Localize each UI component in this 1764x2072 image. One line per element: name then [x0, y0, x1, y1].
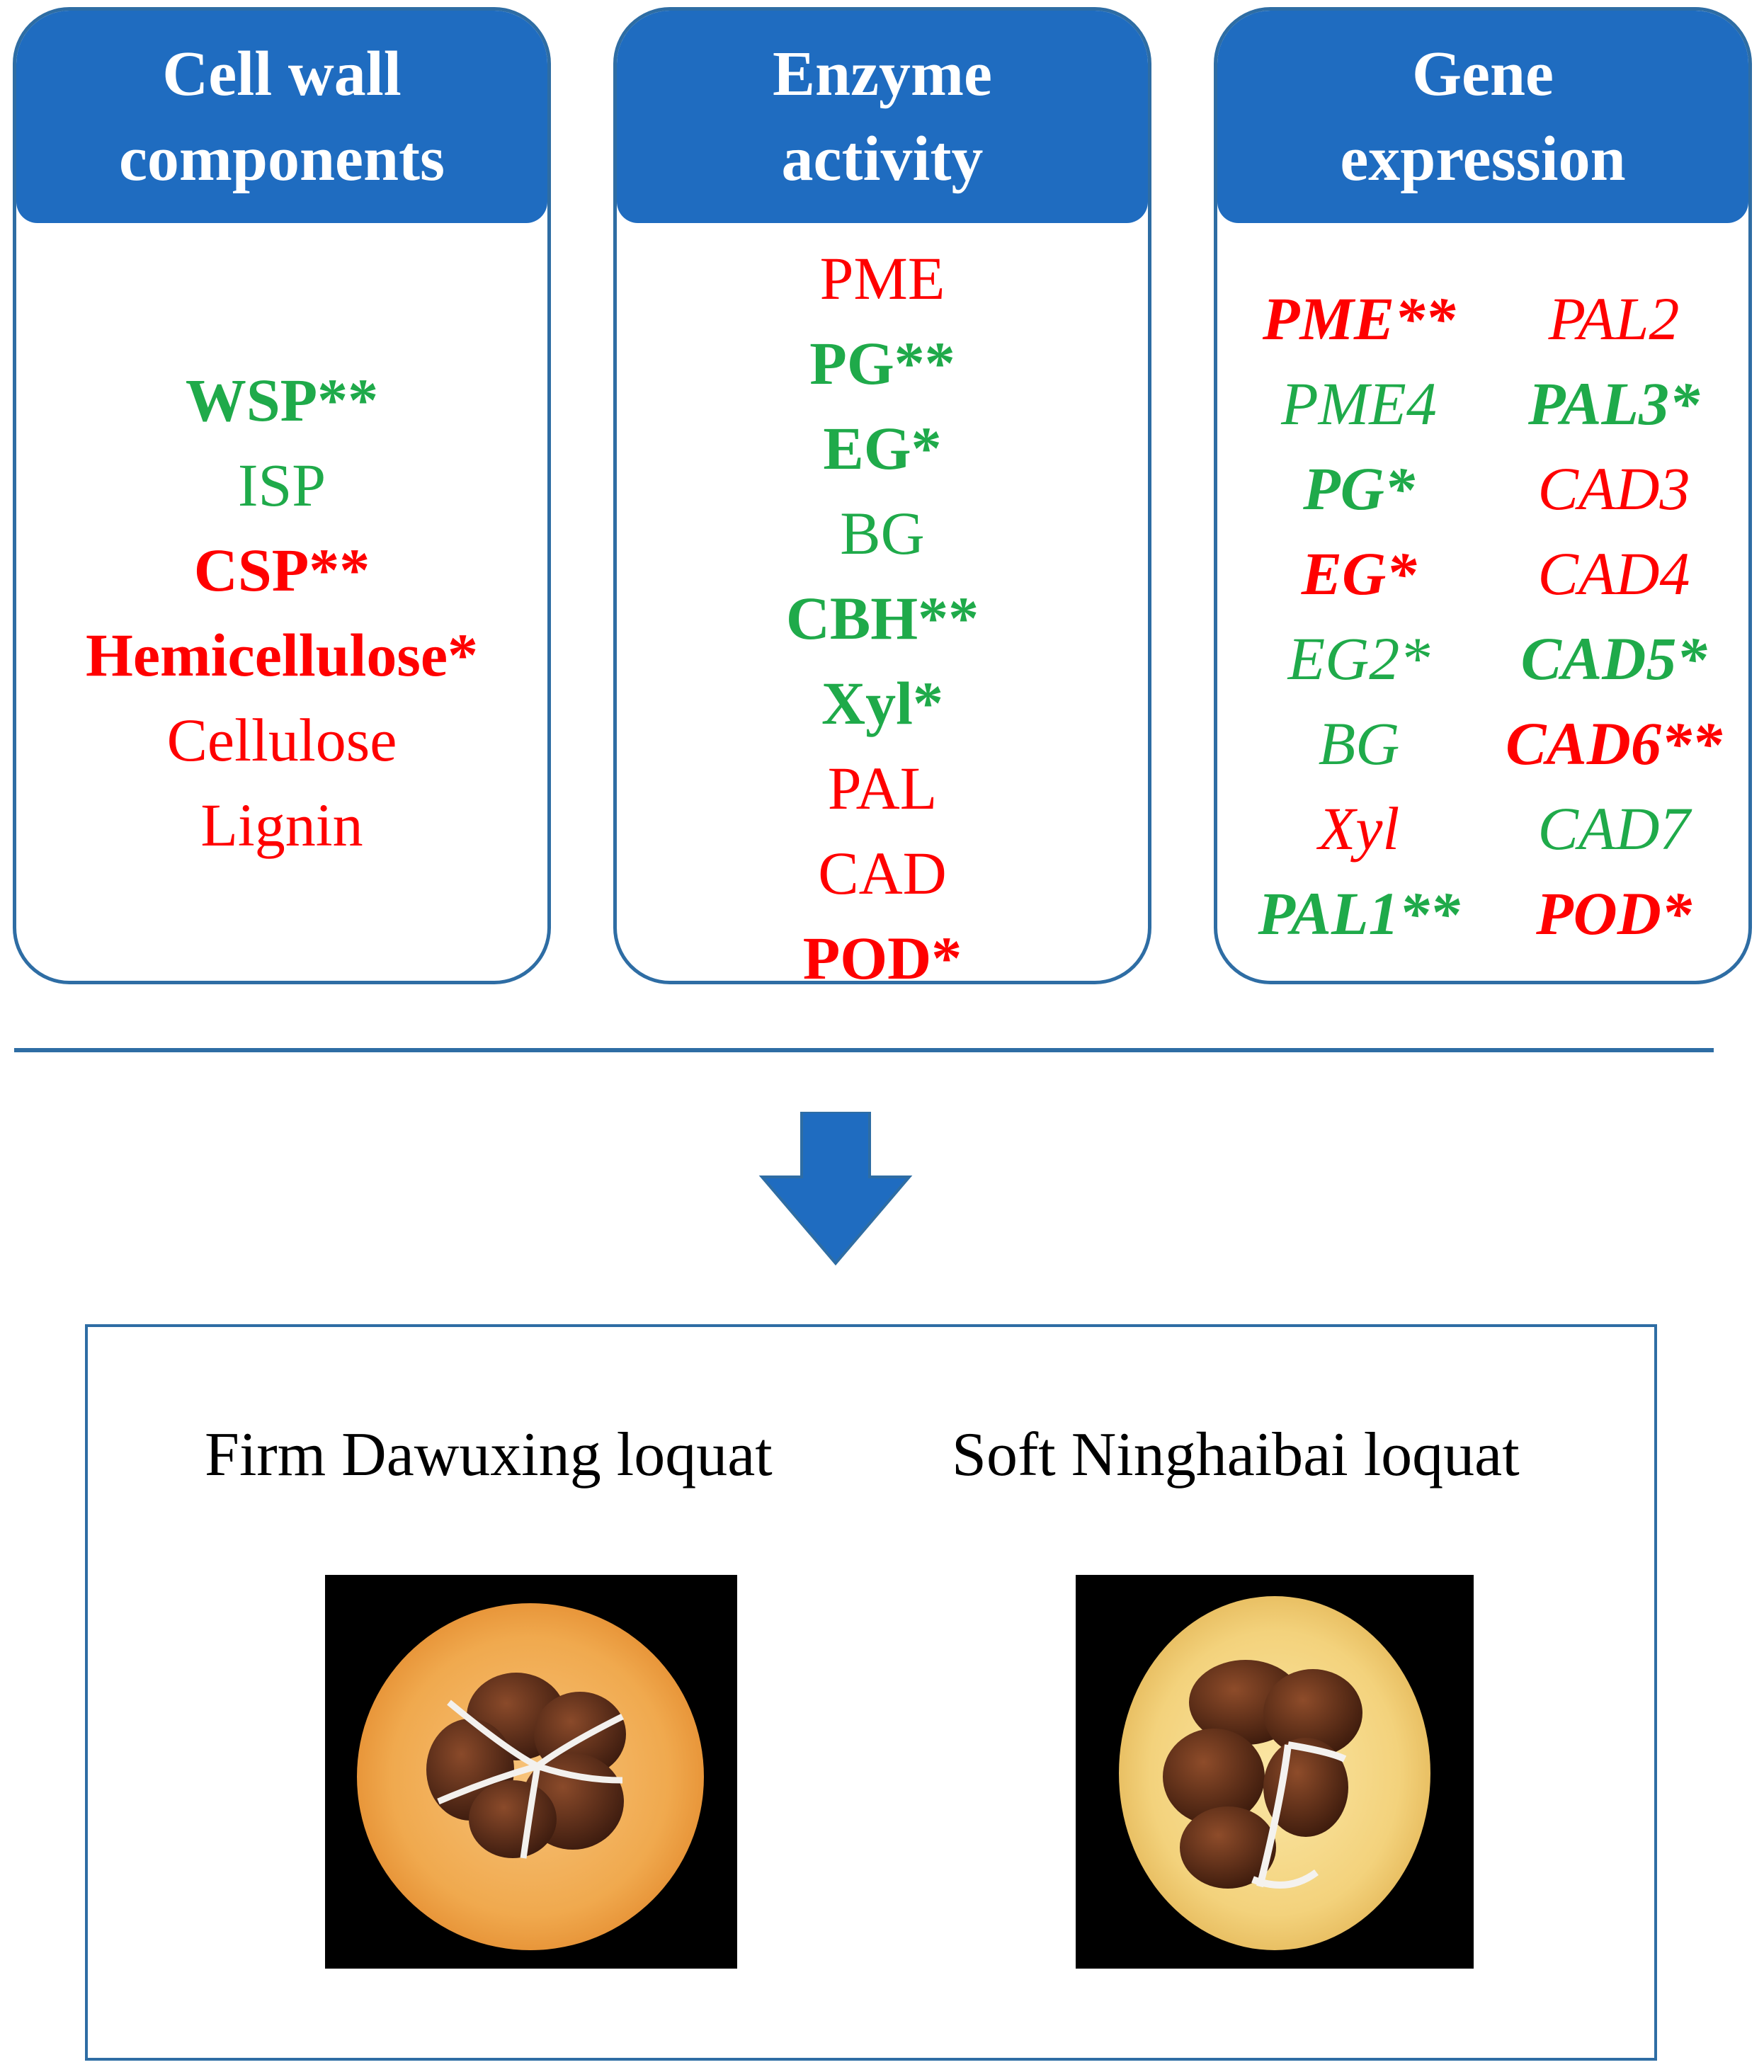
gene-right-item: CAD4 [1537, 540, 1690, 608]
down-arrow-icon [758, 1112, 913, 1266]
enzyme-item: CAD [818, 839, 947, 907]
enzyme-item: EG* [823, 414, 942, 482]
divider-line [14, 1048, 1714, 1052]
gene-right-item: CAD5* [1520, 625, 1707, 693]
gene-left-item: EG* [1301, 540, 1417, 608]
gene-left-item: PG* [1303, 455, 1415, 523]
cell-wall-item: ISP [237, 451, 326, 519]
gene-left-item: PAL1** [1258, 880, 1460, 947]
gene-right-item: CAD3 [1537, 455, 1690, 523]
cell-wall-item: Lignin [200, 791, 363, 859]
firm-loquat-photo [325, 1575, 737, 1969]
gene-right-item: CAD7 [1537, 795, 1690, 863]
gene-left-item: BG [1318, 710, 1400, 778]
enzyme-list: PME PG** EG* BG CBH** Xyl* PAL CAD POD* [617, 236, 1148, 984]
cell-wall-item: Hemicellulose* [85, 621, 479, 689]
gene-right-item: CAD6** [1506, 710, 1722, 778]
gene-header: Gene expression [1217, 11, 1748, 223]
cell-wall-title: Cell wall components [118, 39, 445, 194]
gene-left-item: PME4 [1281, 370, 1437, 438]
enzyme-item: PME [819, 244, 945, 312]
gene-title: Gene expression [1340, 39, 1626, 194]
enzyme-title: Enzyme activity [773, 39, 992, 194]
gene-right-item: POD* [1536, 880, 1692, 947]
cell-wall-item: WSP** [185, 366, 379, 434]
enzyme-item: CBH** [785, 584, 979, 652]
gene-left-item: Xyl [1318, 795, 1400, 863]
firm-fruit-label: Firm Dawuxing loquat [205, 1421, 773, 1489]
gene-left-item: PME** [1262, 285, 1456, 353]
enzyme-header: Enzyme activity [617, 11, 1148, 223]
enzyme-item: PG** [809, 329, 955, 397]
cell-wall-header: Cell wall components [16, 11, 547, 223]
gene-right-item: PAL3* [1527, 370, 1700, 438]
enzyme-item: BG [840, 499, 925, 567]
cell-wall-item: CSP** [193, 536, 370, 604]
enzyme-item: PAL [827, 754, 938, 822]
enzyme-panel: Enzyme activity PME PG** EG* BG CBH** Xyl* PAL… [613, 7, 1151, 984]
cell-wall-item: Cellulose [166, 706, 397, 774]
enzyme-item: Xyl* [821, 669, 943, 737]
soft-loquat-photo [1076, 1575, 1474, 1969]
enzyme-item: POD* [802, 924, 962, 984]
soft-fruit-label: Soft Ninghaibai loquat [952, 1421, 1520, 1489]
gene-left-item: EG2* [1287, 625, 1430, 693]
gene-right-item: PAL2 [1548, 285, 1680, 353]
fruit-comparison-box: Firm Dawuxing loquat Soft Ninghaibai loq… [85, 1324, 1657, 2061]
cell-wall-panel: Cell wall components WSP** ISP CSP** Hemice… [13, 7, 551, 984]
